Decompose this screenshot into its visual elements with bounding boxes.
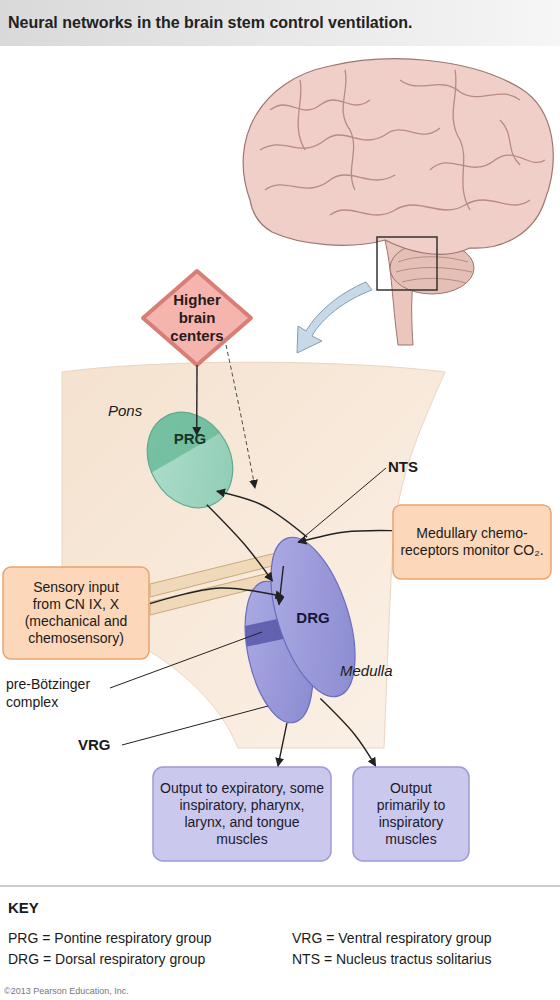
node-text: Higher brain centers bbox=[160, 268, 234, 368]
dorsal-group-ellipse: DRG bbox=[276, 532, 350, 702]
gyrus-line bbox=[500, 120, 520, 165]
gyrus-line bbox=[330, 200, 530, 215]
connector-arrow bbox=[196, 365, 198, 435]
connector-arrow bbox=[217, 491, 307, 537]
copyright-note: ©2013 Pearson Education, Inc. bbox=[4, 986, 129, 997]
node-text: Sensory input from CN IX, X (mechanical … bbox=[20, 566, 132, 660]
node-text: Output primarily to inspiratory muscles bbox=[366, 766, 456, 862]
gyrus-line bbox=[453, 70, 470, 210]
connector-arrow bbox=[320, 699, 375, 766]
figure-title: Neural networks in the brain stem contro… bbox=[8, 13, 553, 33]
box-outline bbox=[393, 505, 551, 579]
connector-arrow bbox=[207, 505, 273, 581]
key-entry: PRG = Pontine respiratory group bbox=[8, 930, 212, 948]
region-label: Pons bbox=[108, 402, 142, 421]
gyrus-line bbox=[343, 70, 355, 190]
gyrus-line bbox=[265, 175, 395, 190]
key-divider bbox=[0, 886, 560, 887]
node-text: PRG bbox=[148, 426, 232, 452]
key-entry: VRG = Ventral respiratory group bbox=[292, 930, 492, 948]
gyrus-line bbox=[400, 80, 520, 100]
node-text: DRG bbox=[276, 606, 350, 630]
node-text: Medullary chemo- receptors monitor CO₂. bbox=[398, 504, 546, 580]
gyrus-line bbox=[430, 155, 545, 170]
output-box: Output primarily to inspiratory muscles bbox=[352, 766, 470, 862]
box-outline bbox=[153, 767, 331, 861]
connector-arrow bbox=[150, 588, 283, 604]
box-outline bbox=[3, 567, 149, 659]
connector-arrow bbox=[278, 723, 287, 766]
cerebrum-drawing bbox=[243, 59, 553, 255]
connector-arrow bbox=[298, 531, 392, 543]
gyrus-line bbox=[270, 100, 370, 110]
leader-line bbox=[298, 468, 386, 542]
pontine-group-ellipse-outline bbox=[148, 408, 232, 512]
pontine-group-ellipse: PRG bbox=[148, 408, 232, 512]
ellipse-outline bbox=[130, 397, 249, 524]
gyrus-line bbox=[298, 80, 305, 150]
region-label: Medulla bbox=[340, 662, 393, 681]
cerebrum-gyri bbox=[260, 70, 545, 215]
ellipse-group bbox=[128, 394, 252, 524]
brain-centers-diamond: Higher brain centers bbox=[140, 268, 254, 368]
chemoreceptor-box: Medullary chemo- receptors monitor CO₂. bbox=[392, 504, 552, 580]
connector-arrow bbox=[279, 566, 283, 605]
key-entry: NTS = Nucleus tractus solitarius bbox=[292, 951, 492, 969]
complex-label: pre-Bötzinger complex bbox=[6, 676, 110, 711]
leader-line bbox=[110, 632, 262, 688]
ellipse-group bbox=[232, 575, 326, 730]
title-band bbox=[0, 0, 560, 46]
key-entry: DRG = Dorsal respiratory group bbox=[8, 951, 205, 969]
node-text: VRG bbox=[78, 734, 128, 756]
node-text: Output to expiratory, some inspiratory, … bbox=[160, 766, 324, 862]
dashed-input-arrow bbox=[226, 345, 255, 488]
output-box: Output to expiratory, some inspiratory, … bbox=[152, 766, 332, 862]
zoom-box bbox=[377, 237, 437, 290]
leader-line bbox=[122, 706, 268, 745]
ellipse-outline bbox=[234, 575, 325, 729]
zoom-arrow bbox=[297, 282, 372, 353]
brainstem-section bbox=[62, 362, 445, 748]
ellipse-band bbox=[240, 613, 309, 647]
cerebellum-folds bbox=[396, 257, 472, 283]
nucleus-label: NTS bbox=[388, 458, 418, 477]
key-heading: KEY bbox=[8, 899, 39, 918]
sensory-input-box: Sensory input from CN IX, X (mechanical … bbox=[2, 566, 150, 660]
box-outline bbox=[353, 767, 469, 861]
ellipse-fill bbox=[234, 575, 325, 729]
